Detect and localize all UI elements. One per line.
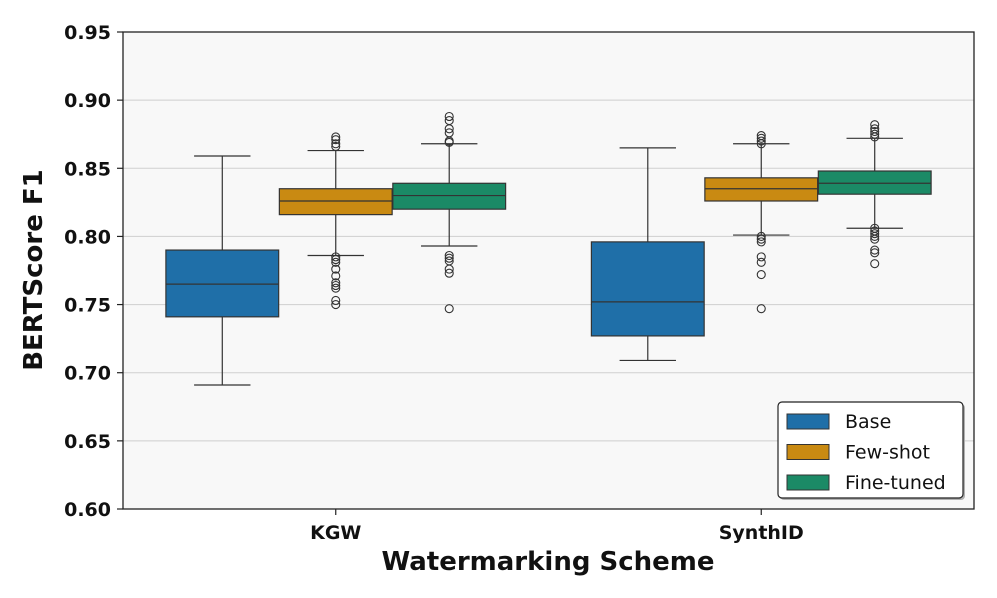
legend-label: Fine-tuned <box>845 472 946 494</box>
outlier-point <box>756 136 766 146</box>
iqr-box <box>392 182 507 210</box>
legend-label: Base <box>845 411 891 433</box>
outlier-point <box>331 252 341 262</box>
outlier-point <box>444 268 454 278</box>
legend-swatch <box>786 413 830 430</box>
outlier-point <box>870 248 880 258</box>
outlier-point <box>870 120 880 130</box>
iqr-box <box>278 188 393 216</box>
y-tick-label: 0.85 <box>64 158 111 180</box>
outlier-point <box>870 259 880 269</box>
outlier-point <box>756 234 766 244</box>
outlier-point <box>331 283 341 293</box>
outlier-point <box>331 132 341 142</box>
x-tick-labels: KGW SynthID <box>310 509 804 544</box>
box-few-shot-synthid <box>704 131 819 314</box>
outlier-point <box>331 278 341 288</box>
outlier-point <box>444 137 454 147</box>
legend-swatch <box>786 474 830 491</box>
outlier-point <box>756 237 766 247</box>
iqr-box <box>817 170 932 195</box>
legend-swatch <box>786 444 830 460</box>
box-groups <box>165 111 932 386</box>
outlier-point <box>331 139 341 149</box>
outlier-point <box>331 300 341 310</box>
box-fine-tuned-synthid <box>817 120 932 269</box>
outlier-point <box>331 295 341 306</box>
iqr-box <box>165 249 280 318</box>
outlier-point <box>331 141 341 152</box>
outlier-point <box>331 271 341 281</box>
y-tick-label: 0.90 <box>64 90 111 112</box>
y-tick-label: 0.80 <box>64 226 111 248</box>
iqr-box <box>704 177 819 202</box>
outlier-point <box>870 245 880 255</box>
outlier-point <box>870 132 880 142</box>
legend-label: Few-shot <box>845 442 930 464</box>
x-axis-title: Watermarking Scheme <box>381 547 714 577</box>
outlier-point <box>444 250 454 261</box>
y-tick-label: 0.70 <box>64 363 111 385</box>
outlier-point <box>444 124 454 134</box>
outlier-point <box>756 133 766 143</box>
outlier-point <box>870 234 880 244</box>
outlier-point <box>756 304 766 314</box>
outlier-point <box>331 135 341 145</box>
x-tick-label: SynthID <box>719 522 804 544</box>
outlier-point <box>444 253 454 263</box>
outlier-point <box>331 257 341 267</box>
y-tick-label: 0.95 <box>64 22 111 44</box>
y-tick-label: 0.75 <box>64 295 111 317</box>
y-axis-title: BERTScore F1 <box>19 169 49 371</box>
outlier-point <box>444 264 454 274</box>
outlier-point <box>756 252 766 262</box>
outlier-point <box>870 129 880 139</box>
box-fine-tuned-kgw <box>392 111 507 314</box>
outlier-point <box>756 257 766 267</box>
y-tick-label: 0.60 <box>64 499 111 521</box>
box-base-kgw <box>165 155 280 386</box>
x-tick-label: KGW <box>310 522 361 544</box>
y-tick-labels: 0.60 0.65 0.70 0.75 0.80 0.85 0.90 0.95 <box>64 22 123 521</box>
outlier-point <box>756 231 766 241</box>
plot-frame <box>122 31 975 510</box>
outlier-point <box>331 264 341 274</box>
outlier-point <box>870 231 880 241</box>
outlier-point <box>444 111 454 122</box>
outlier-point <box>870 126 880 137</box>
y-tick-label: 0.65 <box>64 431 111 453</box>
iqr-box <box>590 241 705 337</box>
outlier-point <box>756 270 766 280</box>
outlier-point <box>756 139 766 149</box>
outlier-point <box>331 255 341 265</box>
outlier-point <box>870 229 880 239</box>
box-base-synthid <box>590 147 705 362</box>
box-few-shot-kgw <box>278 132 393 310</box>
outlier-point <box>331 280 341 291</box>
outlier-point <box>444 304 454 314</box>
